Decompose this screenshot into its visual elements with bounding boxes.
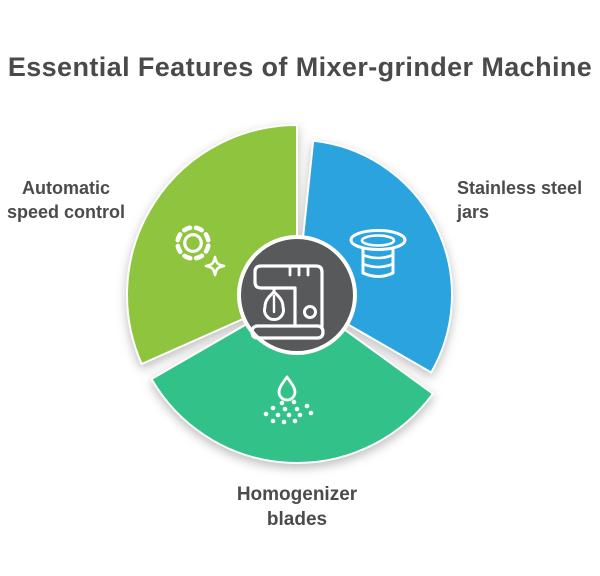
drop-spray-icon [263,375,314,425]
page-title: Essential Features of Mixer-grinder Mach… [7,52,593,82]
jar-icon [349,229,407,278]
gear-sparkle-icon [175,225,226,277]
segment-label-line: Automatic [21,178,110,198]
segment-label-steel-jars: Stainless steel jars [457,177,600,225]
hub-circle [237,235,357,355]
hub [237,235,357,355]
segment-label-speed-control: Automatic speed control [0,177,132,225]
spray-dots [263,399,314,425]
segment-homogenizer-wedge [150,294,434,464]
segment-label-line: jars [457,201,490,222]
stand-mixer-icon [250,264,325,340]
segment-label-homogenizer: Homogenizer blades [190,482,404,532]
segment-label-line: blades [266,509,328,531]
segment-label-line: Homogenizer [236,484,358,505]
segment-label-line: Stainless steel [457,178,583,198]
segment-label-line: speed control [6,201,126,222]
